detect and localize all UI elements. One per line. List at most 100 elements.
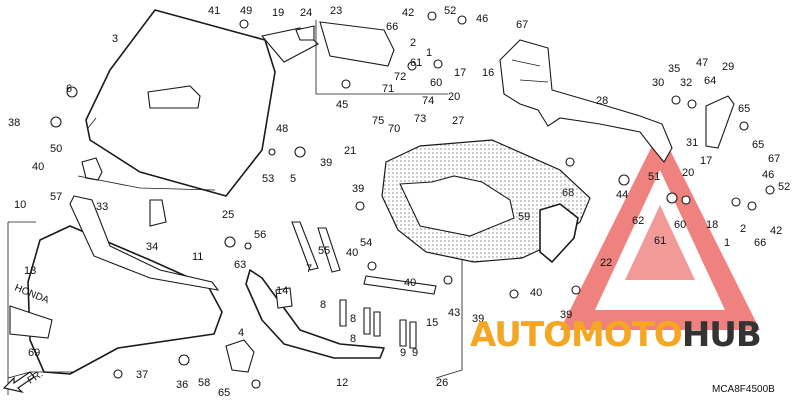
callout-label: 39 bbox=[472, 313, 484, 325]
callout-label: 48 bbox=[276, 123, 288, 135]
callout-label: 43 bbox=[448, 307, 460, 319]
callout-label: 19 bbox=[272, 7, 284, 19]
callout-label: 10 bbox=[14, 199, 26, 211]
callout-label: 27 bbox=[452, 115, 464, 127]
fasteners bbox=[50, 11, 775, 389]
callout-label: 74 bbox=[422, 95, 434, 107]
callout-labels: 3 41 49 19 24 23 42 52 66 2 1 46 67 61 6… bbox=[8, 5, 790, 399]
callout-label: 39 bbox=[352, 183, 364, 195]
windscreen-garnish bbox=[77, 157, 216, 227]
direction-label: FR. bbox=[26, 369, 45, 387]
front-direction-arrow: FR. bbox=[2, 369, 45, 394]
callout-label: 32 bbox=[680, 77, 692, 89]
callout-label: 65 bbox=[752, 139, 764, 151]
callout-label: 22 bbox=[600, 257, 612, 269]
callout-label: 39 bbox=[320, 157, 332, 169]
upper-cowl bbox=[7, 195, 223, 395]
callout-label: 57 bbox=[50, 191, 62, 203]
small-brackets bbox=[225, 221, 463, 379]
lower-visor bbox=[245, 269, 385, 359]
callout-label: 61 bbox=[654, 235, 666, 247]
callout-label: 59 bbox=[518, 211, 530, 223]
callout-label: 25 bbox=[222, 209, 234, 221]
callout-label: 28 bbox=[596, 95, 608, 107]
inner-panel bbox=[381, 139, 591, 263]
callout-label: 2 bbox=[410, 37, 416, 49]
callout-label: 64 bbox=[704, 75, 716, 87]
callout-label: 8 bbox=[350, 333, 356, 345]
watermark-text: AUTOMOTOHUB bbox=[470, 315, 761, 355]
top-garnish bbox=[260, 20, 448, 95]
watermark bbox=[560, 130, 760, 330]
callout-label: 58 bbox=[198, 377, 210, 389]
callout-label: 9 bbox=[400, 347, 406, 359]
callout-label: 46 bbox=[762, 169, 774, 181]
callout-label: 71 bbox=[382, 83, 394, 95]
callout-label: 40 bbox=[530, 287, 542, 299]
callout-label: 61 bbox=[410, 57, 422, 69]
callout-label: 40 bbox=[346, 247, 358, 259]
callout-label: 42 bbox=[770, 225, 782, 237]
callout-label: 63 bbox=[234, 259, 246, 271]
callout-label: 66 bbox=[386, 21, 398, 33]
callout-label: 3 bbox=[112, 33, 118, 45]
callout-label: 21 bbox=[344, 145, 356, 157]
callout-label: 4 bbox=[238, 327, 244, 339]
callout-label: 15 bbox=[426, 317, 438, 329]
windscreen bbox=[85, 9, 276, 197]
callout-label: 73 bbox=[414, 113, 426, 125]
callout-label: 44 bbox=[616, 189, 628, 201]
callout-label: 47 bbox=[696, 57, 708, 69]
callout-label: 52 bbox=[444, 5, 456, 17]
watermark-text-primary: AUTOMOTO bbox=[470, 315, 682, 355]
callout-label: 7 bbox=[306, 263, 312, 275]
callout-label: 1 bbox=[426, 47, 432, 59]
callout-label: 41 bbox=[208, 5, 220, 17]
callout-label: 54 bbox=[360, 237, 372, 249]
callout-label: 30 bbox=[652, 77, 664, 89]
callout-label: 24 bbox=[300, 7, 312, 19]
callout-label: 12 bbox=[336, 377, 348, 389]
callout-label: 35 bbox=[668, 63, 680, 75]
callout-label: 26 bbox=[436, 377, 448, 389]
callout-label: 8 bbox=[350, 313, 356, 325]
callout-label: 56 bbox=[254, 229, 266, 241]
callout-label: 69 bbox=[28, 347, 40, 359]
callout-label: 16 bbox=[482, 67, 494, 79]
callout-label: 8 bbox=[320, 299, 326, 311]
callout-label: 67 bbox=[516, 19, 528, 31]
callout-label: 60 bbox=[674, 219, 686, 231]
callout-label: 17 bbox=[454, 67, 466, 79]
callout-label: 67 bbox=[768, 153, 780, 165]
callout-label: 53 bbox=[262, 173, 274, 185]
callout-label: 62 bbox=[632, 215, 644, 227]
diagram-code: MCA8F4500B bbox=[712, 384, 775, 395]
callout-label: 72 bbox=[394, 71, 406, 83]
watermark-inner-triangle bbox=[625, 205, 695, 280]
callout-label: 52 bbox=[778, 181, 790, 193]
callout-label: 20 bbox=[448, 91, 460, 103]
callout-label: 42 bbox=[402, 7, 414, 19]
callout-label: 46 bbox=[476, 13, 488, 25]
callout-label: 45 bbox=[336, 99, 348, 111]
callout-label: 2 bbox=[740, 223, 746, 235]
callout-label: 39 bbox=[560, 309, 572, 321]
callout-label: 65 bbox=[738, 103, 750, 115]
callout-label: 68 bbox=[562, 187, 574, 199]
callout-label: 51 bbox=[648, 171, 660, 183]
callout-label: 31 bbox=[686, 137, 698, 149]
callout-label: 38 bbox=[8, 117, 20, 129]
callout-label: 75 bbox=[372, 115, 384, 127]
callout-label: 65 bbox=[218, 387, 230, 399]
callout-label: 70 bbox=[388, 123, 400, 135]
callout-label: 14 bbox=[276, 285, 288, 297]
callout-label: 37 bbox=[136, 369, 148, 381]
callout-label: 1 bbox=[724, 237, 730, 249]
callout-label: 40 bbox=[404, 277, 416, 289]
callout-label: 20 bbox=[682, 167, 694, 179]
right-bracket bbox=[705, 95, 735, 149]
callout-label: 49 bbox=[240, 5, 252, 17]
cowl-stay-frame bbox=[499, 39, 673, 163]
callout-label: 66 bbox=[754, 237, 766, 249]
